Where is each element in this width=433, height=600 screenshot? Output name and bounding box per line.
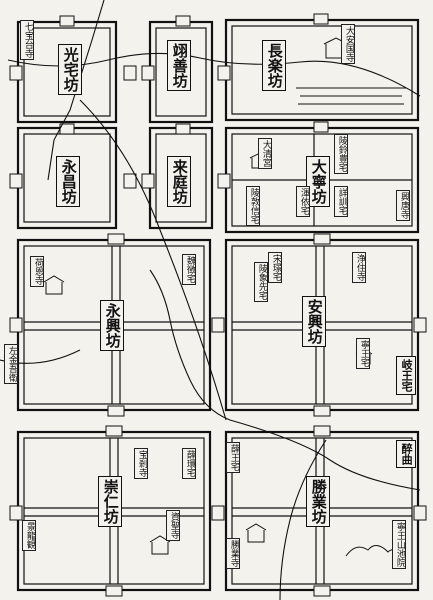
ward-yongxing: 永興坊 xyxy=(100,300,124,351)
ward-guangzhai: 光宅坊 xyxy=(58,44,82,95)
label-xue-huai-zhai: 薛環宅 xyxy=(182,448,196,479)
ward-shengye: 勝業坊 xyxy=(306,476,330,527)
ward-yongchang: 永昌坊 xyxy=(56,156,80,207)
ward-anxing: 安興坊 xyxy=(302,296,326,347)
label-ling-xiang-zhai: 陵象先宅 xyxy=(254,262,268,302)
ward-yishan: 翊善坊 xyxy=(167,40,191,91)
label-song-jing-zhai: 宋璟宅 xyxy=(268,252,282,283)
label-ning-wang-shanchi: 寧王山池院 xyxy=(392,520,406,569)
label-qu-jiang: 醉曲 xyxy=(396,440,417,468)
ward-changle: 長楽坊 xyxy=(262,40,286,91)
ward-laiting: 来庭坊 xyxy=(167,156,191,207)
label-hun-zhai: 渾依宅 xyxy=(296,186,310,217)
label-daan-guosi: 大安国寺 xyxy=(341,24,355,64)
ward-chongren: 崇仁坊 xyxy=(98,476,122,527)
label-jingzhu-si: 浄住寺 xyxy=(352,252,366,283)
label-taiqing-gong: 大清宮 xyxy=(258,138,272,169)
label-ning-wang-zhai: 寧王宅 xyxy=(356,338,370,369)
label-ling-tuyue-zhai: 陵鈴豊宅 xyxy=(334,134,348,174)
label-jinglong-guan: 景龍観 xyxy=(22,520,36,551)
label-zuojinwu-wei: 左金吾衛 xyxy=(4,344,18,384)
label-qibaotai-si: 七宝台寺 xyxy=(20,20,34,60)
label-he-en-si: 荷恩寺 xyxy=(30,256,44,287)
label-qi-wang-zhai: 岐王宅 xyxy=(396,356,417,395)
label-wei-zhai: 陵敦信宅 xyxy=(246,186,260,226)
block-changle xyxy=(224,18,420,122)
label-baoci-si: 宝剎寺 xyxy=(134,448,148,479)
label-wei-zheng-zhai: 魏徴宅 xyxy=(182,254,196,285)
label-jingyu-si: 資聖寺 xyxy=(166,510,180,541)
label-li-zhai: 詳訓宅 xyxy=(334,186,348,217)
label-shengye-si: 勝業寺 xyxy=(226,538,240,569)
ward-daning: 大寧坊 xyxy=(306,156,330,207)
label-xingtang-si: 興唐寺 xyxy=(396,190,410,221)
label-jia-wang-zhai: 薛王宅 xyxy=(226,442,240,473)
